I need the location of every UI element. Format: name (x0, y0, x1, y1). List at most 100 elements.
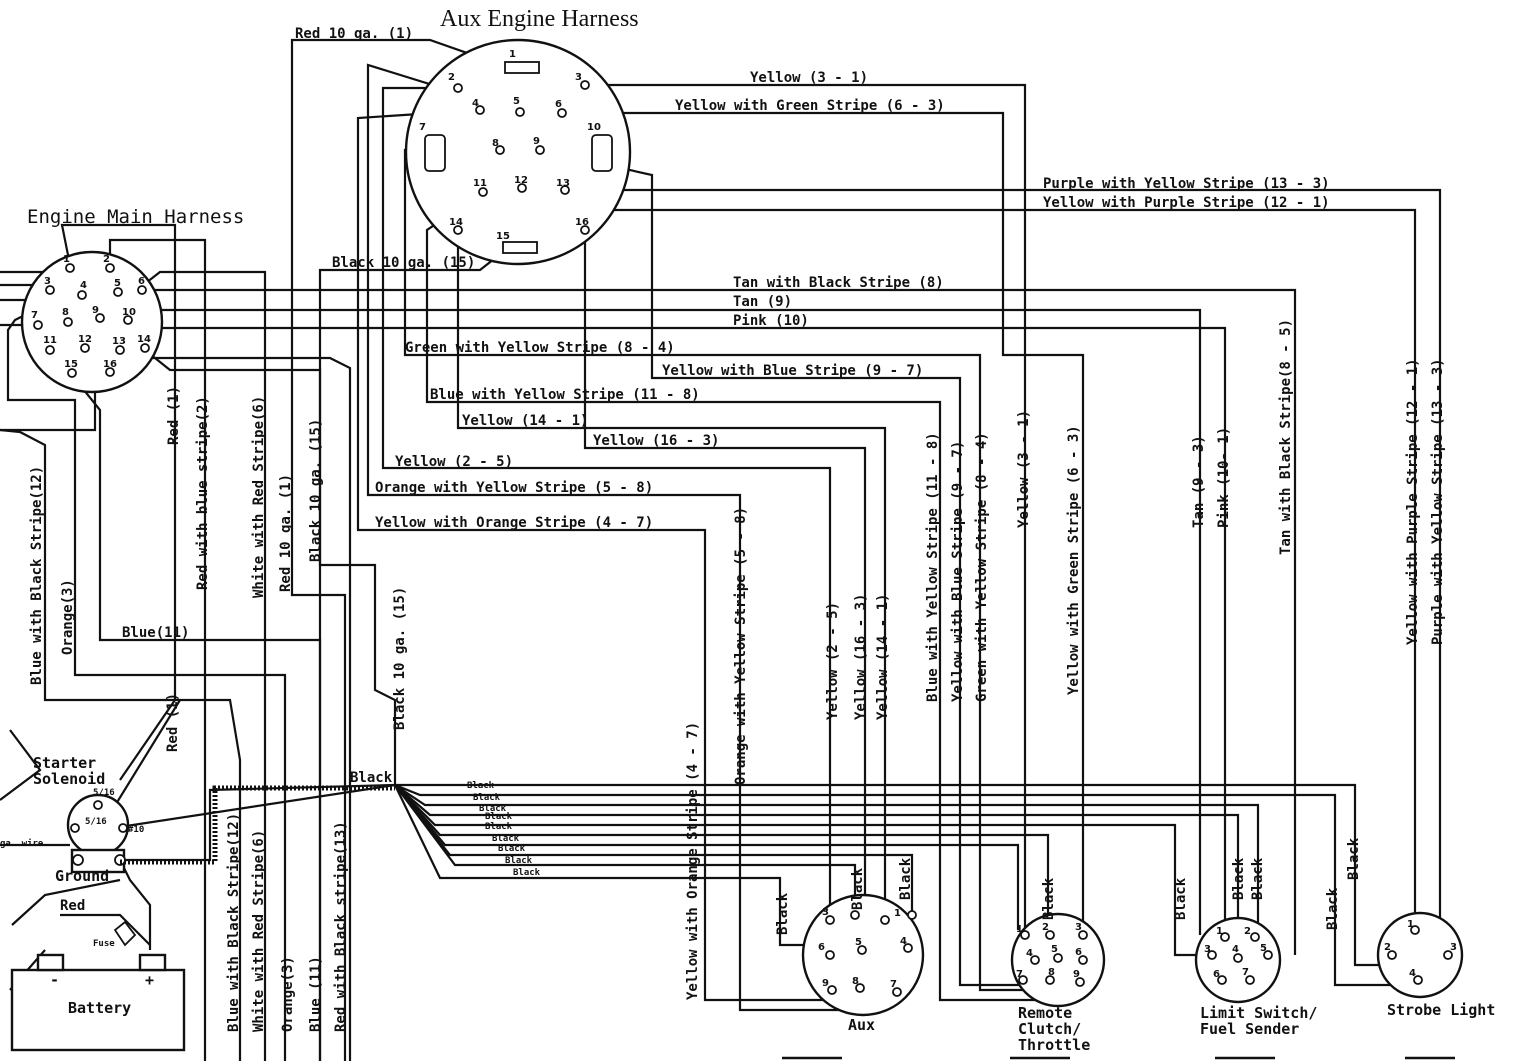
solenoid-pin-5-16-center: 5/16 (85, 817, 107, 827)
red-to-fuse (60, 913, 151, 946)
black-fan-7 (394, 784, 1020, 930)
limit-pin-5: 5 (1260, 943, 1267, 954)
starter-label-2: Solenoid (33, 770, 105, 788)
aux-harness-pin-4: 4 (472, 98, 479, 109)
wire-yellow-3-1 (585, 83, 1027, 930)
wire-yellow-2-5 (381, 86, 832, 940)
strobe-pin-3: 3 (1450, 942, 1457, 953)
remote-pin-1: 1 (1016, 924, 1023, 935)
vblack-8: Black (1325, 887, 1341, 930)
aux-harness-pin-16: 16 (575, 217, 589, 228)
battery-neg-label: - (50, 971, 59, 989)
black-fan-10 (394, 784, 820, 947)
wire-tan-black-8 (155, 288, 1297, 955)
vblack-3: Black (898, 857, 914, 900)
battery-pos-label: + (145, 971, 154, 989)
label-yellow-green-6-3: Yellow with Green Stripe (6 - 3) (675, 98, 945, 114)
wire-main-12-down (0, 428, 242, 1061)
aux-harness-pin-1: 1 (509, 49, 516, 60)
starter-label-1: Starter (33, 754, 96, 772)
remote-pin-7: 7 (1016, 969, 1023, 980)
wire-main-2-redblue (108, 238, 207, 1061)
aux-harness-pin-15: 15 (496, 231, 510, 242)
vlabel-orange-yellow-5-8: Orange with Yellow Stripe (5 - 8) (733, 507, 749, 785)
vlabel-yellow-2-5: Yellow (2 - 5) (825, 602, 841, 720)
vertical-wire-labels: Blue with Black Stripe(12) Orange(3) Red… (29, 319, 1446, 1032)
wire-yellow-orange-4-7 (356, 108, 897, 1002)
black-fan-9 (394, 784, 857, 915)
strobe-pin-4: 4 (1409, 968, 1416, 979)
wire-red-10ga (290, 38, 511, 1061)
ga-wire-label: ga. wire (0, 838, 44, 849)
label-blue-11: Blue(11) (122, 625, 189, 641)
label-yellow-14-1: Yellow (14 - 1) (462, 413, 588, 429)
aux-pin-6: 6 (818, 942, 825, 953)
vlabel-yellow-blue-9-7: Yellow with Blue Stripe (9 - 7) (950, 441, 966, 702)
solenoid-pin-10: #10 (128, 825, 144, 835)
remote-clutch-connector: 1 2 3 4 5 6 7 8 9 (1010, 912, 1106, 1008)
aux-pin-5: 5 (855, 937, 862, 948)
fan-black-5: Black (485, 822, 513, 832)
strobe-pin-1: 1 (1407, 919, 1414, 930)
vblack-6: Black (1231, 857, 1247, 900)
ga-wire-up (0, 729, 42, 801)
strobe-light-connector: 1 2 3 4 (1376, 911, 1464, 999)
aux-engine-harness-title: Aux Engine Harness (440, 6, 639, 32)
vlabel-black-10ga-15-b: Black 10 ga. (15) (392, 587, 408, 730)
wire-purple-yellow-13-3 (565, 188, 1442, 955)
main-pin-14: 14 (137, 334, 151, 345)
main-pin-8: 8 (62, 307, 69, 318)
black-fan-3 (394, 784, 1260, 940)
vlabel-yellow-green-6-3: Yellow with Green Stripe (6 - 3) (1066, 425, 1082, 695)
red-battery-label: Red (60, 898, 85, 914)
strobe-label: Strobe Light (1387, 1001, 1495, 1019)
main-pin-15: 15 (64, 359, 78, 370)
wire-black-10ga (318, 247, 509, 785)
vlabel-yellow-orange-4-7: Yellow with Orange Stripe (4 - 7) (685, 722, 701, 1000)
main-pin-12: 12 (78, 334, 92, 345)
label-red-10ga-1: Red 10 ga. (1) (295, 26, 413, 42)
vlabel-tan-9-3: Tan (9 - 3) (1191, 435, 1207, 528)
vblack-4: Black (1041, 877, 1057, 920)
wire-yellow-blue-9-7 (539, 148, 1023, 987)
vlabel-red-1-top: Red (1) (166, 386, 182, 445)
limit-pin-7: 7 (1242, 967, 1249, 978)
vblack-9: Black (1346, 837, 1362, 880)
remote-label-3: Throttle (1018, 1036, 1090, 1054)
label-black-10ga-15: Black 10 ga. (15) (332, 255, 475, 271)
main-pin-10: 10 (122, 307, 136, 318)
vlabel-blue-11-bottom: Blue (11) (308, 956, 324, 1032)
vlabel-orange-3-bottom: Orange(3) (280, 956, 296, 1032)
vlabel-white-red-6-top: White with Red Stripe(6) (251, 396, 267, 598)
limit-pin-2: 2 (1244, 926, 1251, 937)
aux-harness-pin-11: 11 (473, 178, 487, 189)
main-pin-16: 16 (103, 359, 117, 370)
main-pin-9: 9 (92, 305, 99, 316)
fan-black-4: Black (485, 812, 513, 822)
battery: - + (10, 920, 186, 1052)
aux-pin-7: 7 (890, 979, 897, 990)
wire-main-1-red (60, 223, 177, 781)
vlabel-purple-yellow-13-3: Purple with Yellow Stripe (13 - 3) (1430, 358, 1446, 645)
main-pin-7: 7 (31, 310, 38, 321)
label-purple-yellow-13-3: Purple with Yellow Stripe (13 - 3) (1043, 176, 1330, 192)
aux-harness-pin-9: 9 (533, 136, 540, 147)
fan-black-1: Black (467, 781, 495, 791)
black-fan-6 (394, 784, 1050, 930)
aux-harness-pin-14: 14 (449, 217, 463, 228)
vlabel-yellow-16-3: Yellow (16 - 3) (853, 594, 869, 720)
main-pin-13: 13 (112, 336, 126, 347)
black-fan-labels: Black Black Black Black Black Black Blac… (467, 781, 541, 878)
aux-harness-pin-10: 10 (587, 122, 601, 133)
main-pin-2: 2 (103, 254, 110, 265)
ground-label: Ground (55, 867, 109, 885)
limit-pin-1: 1 (1216, 926, 1223, 937)
wire-yellow-green-6-3 (562, 111, 1085, 930)
vlabel-white-red-6-bottom: White with Red Stripe(6) (251, 830, 267, 1032)
fan-black-3: Black (479, 804, 507, 814)
main-pin-6: 6 (138, 276, 145, 287)
aux-harness-pin-3: 3 (575, 72, 582, 83)
limit-pin-4: 4 (1232, 944, 1239, 955)
vblack-7: Black (1250, 857, 1266, 900)
label-green-yellow-8-4: Green with Yellow Stripe (8 - 4) (405, 340, 675, 356)
